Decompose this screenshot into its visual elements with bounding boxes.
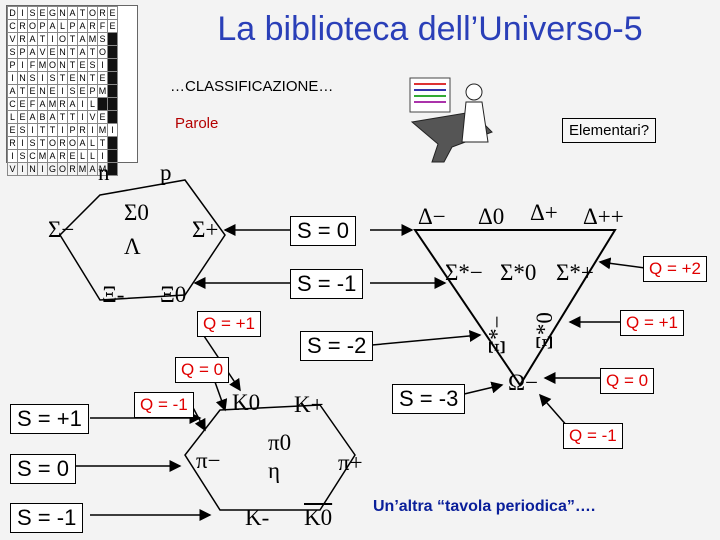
pion-plus-label: π+ <box>338 450 363 475</box>
delta-plusplus-label: Δ++ <box>583 204 624 229</box>
kaon-minus-label: K- <box>245 505 270 530</box>
omega-minus-label: Ω− <box>508 370 539 395</box>
charge-m1-left-box: Q = -1 <box>134 392 194 418</box>
sigma-star-zero-label: Σ*0 <box>500 260 537 285</box>
xi-star-minus-label: Ξ*− <box>484 315 510 355</box>
sigma-plus-label: Σ+ <box>192 217 219 242</box>
parole-label: Parole <box>175 115 219 132</box>
charge-0-right-box: Q = 0 <box>600 368 655 394</box>
lambda-label: Λ <box>124 234 141 259</box>
crossword-cell <box>107 162 118 176</box>
pion-minus-label: π− <box>196 448 221 473</box>
pion-zero-label: π0 <box>268 430 292 455</box>
eta-label: η <box>268 458 281 483</box>
sigma-star-plus-label: Σ*+ <box>556 260 594 285</box>
slide-title: La biblioteca dell’Universo-5 <box>217 10 643 48</box>
footer-caption: Un’altra “tavola periodica”…. <box>373 498 596 515</box>
kaon-plus-label: K+ <box>294 392 324 417</box>
subtitle: …CLASSIFICAZIONE… <box>170 78 334 95</box>
xi-star-zero-label: Ξ*0 <box>531 312 557 350</box>
kaon-zero-label: K0 <box>232 390 261 415</box>
librarian-illustration <box>409 77 493 163</box>
antikaon-zero-label: K0 <box>304 505 333 530</box>
sigma-zero-label: Σ0 <box>124 200 149 225</box>
elementari-label: Elementari? <box>562 118 657 143</box>
delta-plus-label: Δ+ <box>530 200 558 225</box>
meson-strangeness-m1-box: S = -1 <box>10 503 84 533</box>
strangeness-m2-box: S = -2 <box>300 331 374 361</box>
xi-minus-label: Ξ- <box>102 282 125 307</box>
meson-strangeness-0-box: S = 0 <box>10 454 76 484</box>
charge-m1-right-box: Q = -1 <box>563 423 623 449</box>
charge-plus1-left-box: Q = +1 <box>197 311 261 337</box>
proton-label: p <box>160 160 172 185</box>
xi-zero-label: Ξ0 <box>160 282 187 307</box>
charge-plus2-right-box: Q = +2 <box>643 256 707 282</box>
strangeness-0-box: S = 0 <box>290 216 356 246</box>
delta-minus-label: Δ− <box>418 204 446 229</box>
charge-plus1-right-box: Q = +1 <box>620 310 684 336</box>
neutron-label: n <box>98 160 110 185</box>
sigma-star-minus-label: Σ*− <box>445 260 483 285</box>
charge-0-left-box: Q = 0 <box>175 357 230 383</box>
meson-strangeness-p1-box: S = +1 <box>10 404 89 434</box>
strangeness-m3-box: S = -3 <box>392 384 466 414</box>
delta-zero-label: Δ0 <box>478 204 505 229</box>
sigma-minus-label: Σ− <box>48 217 75 242</box>
strangeness-m1-box: S = -1 <box>290 269 364 299</box>
